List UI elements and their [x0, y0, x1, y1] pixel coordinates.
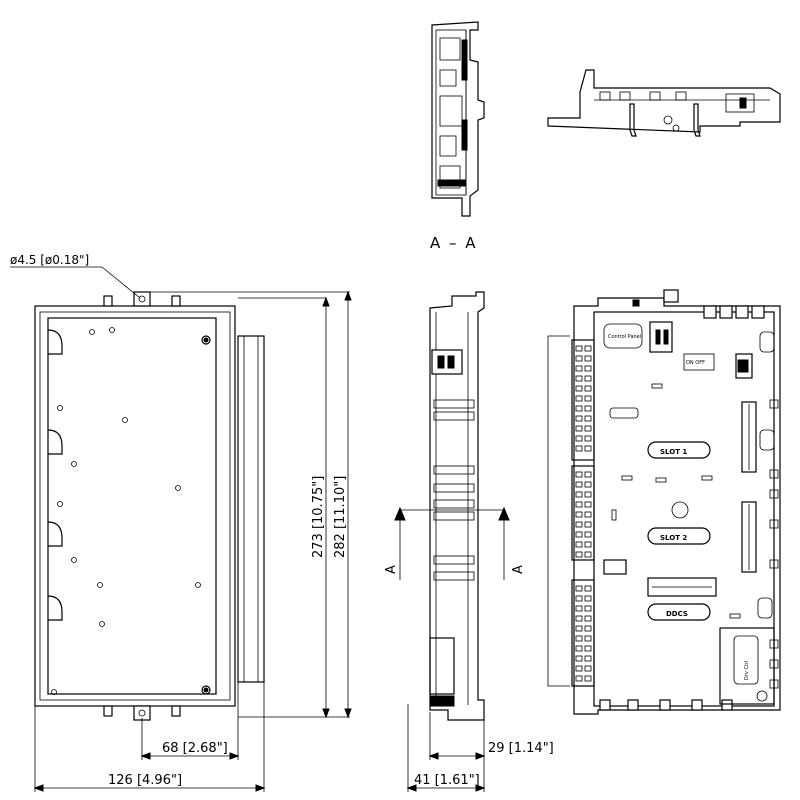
terminal-pin [584, 625, 592, 632]
terminal-pin [575, 551, 583, 558]
terminal-pin [584, 605, 592, 612]
terminal-pin [575, 635, 583, 642]
terminal-pin [584, 635, 592, 642]
terminal-pin [584, 675, 592, 682]
terminal-pin [584, 415, 592, 422]
terminal-pin [575, 355, 583, 362]
terminal-pin [584, 655, 592, 662]
terminal-pin [584, 645, 592, 652]
edge-connector [769, 639, 779, 649]
terminal-pin [575, 345, 583, 352]
terminal-pin [584, 355, 592, 362]
side-view [429, 291, 485, 721]
height-dimensions: 273 [10.75"] 282 [11.10"] [150, 290, 352, 719]
terminal-pin [575, 365, 583, 372]
terminal-pin [575, 675, 583, 682]
terminal-pin [584, 405, 592, 412]
terminal-pin [575, 375, 583, 382]
section-cut-line: A A [384, 506, 526, 580]
terminal-pin [575, 415, 583, 422]
terminal-pin [575, 425, 583, 432]
terminal-pin [575, 385, 583, 392]
terminal-pin [575, 615, 583, 622]
terminal-pin [584, 491, 592, 498]
depth-dimensions: 29 [1.14"] 41 [1.61"] [406, 704, 554, 792]
terminal-pin [575, 445, 583, 452]
terminal-pin [584, 471, 592, 478]
terminal-pin [575, 521, 583, 528]
terminal-pin [584, 445, 592, 452]
height-inner-label: 273 [10.75"] [311, 476, 326, 558]
terminal-pin [584, 595, 592, 602]
terminal-pin [575, 481, 583, 488]
hole-dim-label: ø4.5 [ø0.18"] [10, 253, 89, 267]
width-total-label: 126 [4.96"] [108, 773, 182, 788]
edge-connector [769, 489, 779, 499]
terminal-pin [584, 665, 592, 672]
hole-callout: ø4.5 [ø0.18"] [10, 253, 141, 299]
width-dimensions: 68 [2.68"] 126 [4.96"] [33, 682, 266, 792]
terminal-pin [575, 655, 583, 662]
edge-connector [769, 559, 779, 569]
slot1-label: SLOT 1 [660, 448, 687, 456]
terminal-pin [575, 605, 583, 612]
terminal-pin [584, 345, 592, 352]
terminal-pin [575, 665, 583, 672]
terminal-pin [575, 491, 583, 498]
terminal-pin [584, 385, 592, 392]
section-view-vertical [431, 21, 485, 217]
terminal-pin [575, 595, 583, 602]
terminal-pin [575, 435, 583, 442]
section-marker-left: A [384, 565, 399, 574]
edge-connector [769, 659, 779, 669]
depth-total-label: 41 [1.61"] [414, 773, 480, 788]
section-marker-right: A [511, 565, 526, 574]
dip-label: Drv Ctrl [744, 661, 750, 680]
terminal-pin [584, 501, 592, 508]
terminal-pin [584, 521, 592, 528]
edge-connector [769, 519, 779, 529]
terminal-pin [584, 531, 592, 538]
terminal-pin [575, 501, 583, 508]
terminal-pin [584, 551, 592, 558]
terminal-pin [584, 541, 592, 548]
terminal-pin [584, 365, 592, 372]
terminal-pin [575, 471, 583, 478]
terminal-pin [575, 541, 583, 548]
terminal-pin [584, 425, 592, 432]
rear-view [34, 291, 265, 721]
terminal-pin [575, 405, 583, 412]
terminal-pin [584, 585, 592, 592]
depth-inner-label: 29 [1.14"] [488, 741, 554, 756]
terminal-pin [575, 511, 583, 518]
terminal-pin [584, 481, 592, 488]
terminal-pin [575, 531, 583, 538]
section-view-horizontal [547, 69, 781, 137]
terminal-pin [575, 645, 583, 652]
terminal-pin [584, 511, 592, 518]
ddcs-label: DDCS [666, 610, 688, 618]
terminal-pin [584, 395, 592, 402]
terminal-pin [575, 585, 583, 592]
on-off-label: ON OFF [686, 360, 705, 366]
slot2-label: SLOT 2 [660, 534, 687, 542]
terminal-pin [584, 615, 592, 622]
edge-connector [769, 399, 779, 409]
height-outer-label: 282 [11.10"] [333, 476, 348, 558]
terminal-pin [584, 435, 592, 442]
edge-connector [769, 679, 779, 689]
control-panel-label: Control Panel [608, 334, 641, 340]
section-label: A – A [430, 234, 478, 252]
front-view [547, 289, 781, 715]
edge-connector [769, 469, 779, 479]
width-mount-label: 68 [2.68"] [162, 741, 228, 756]
terminal-pin [575, 395, 583, 402]
terminal-pin [584, 375, 592, 382]
terminal-pin [575, 625, 583, 632]
